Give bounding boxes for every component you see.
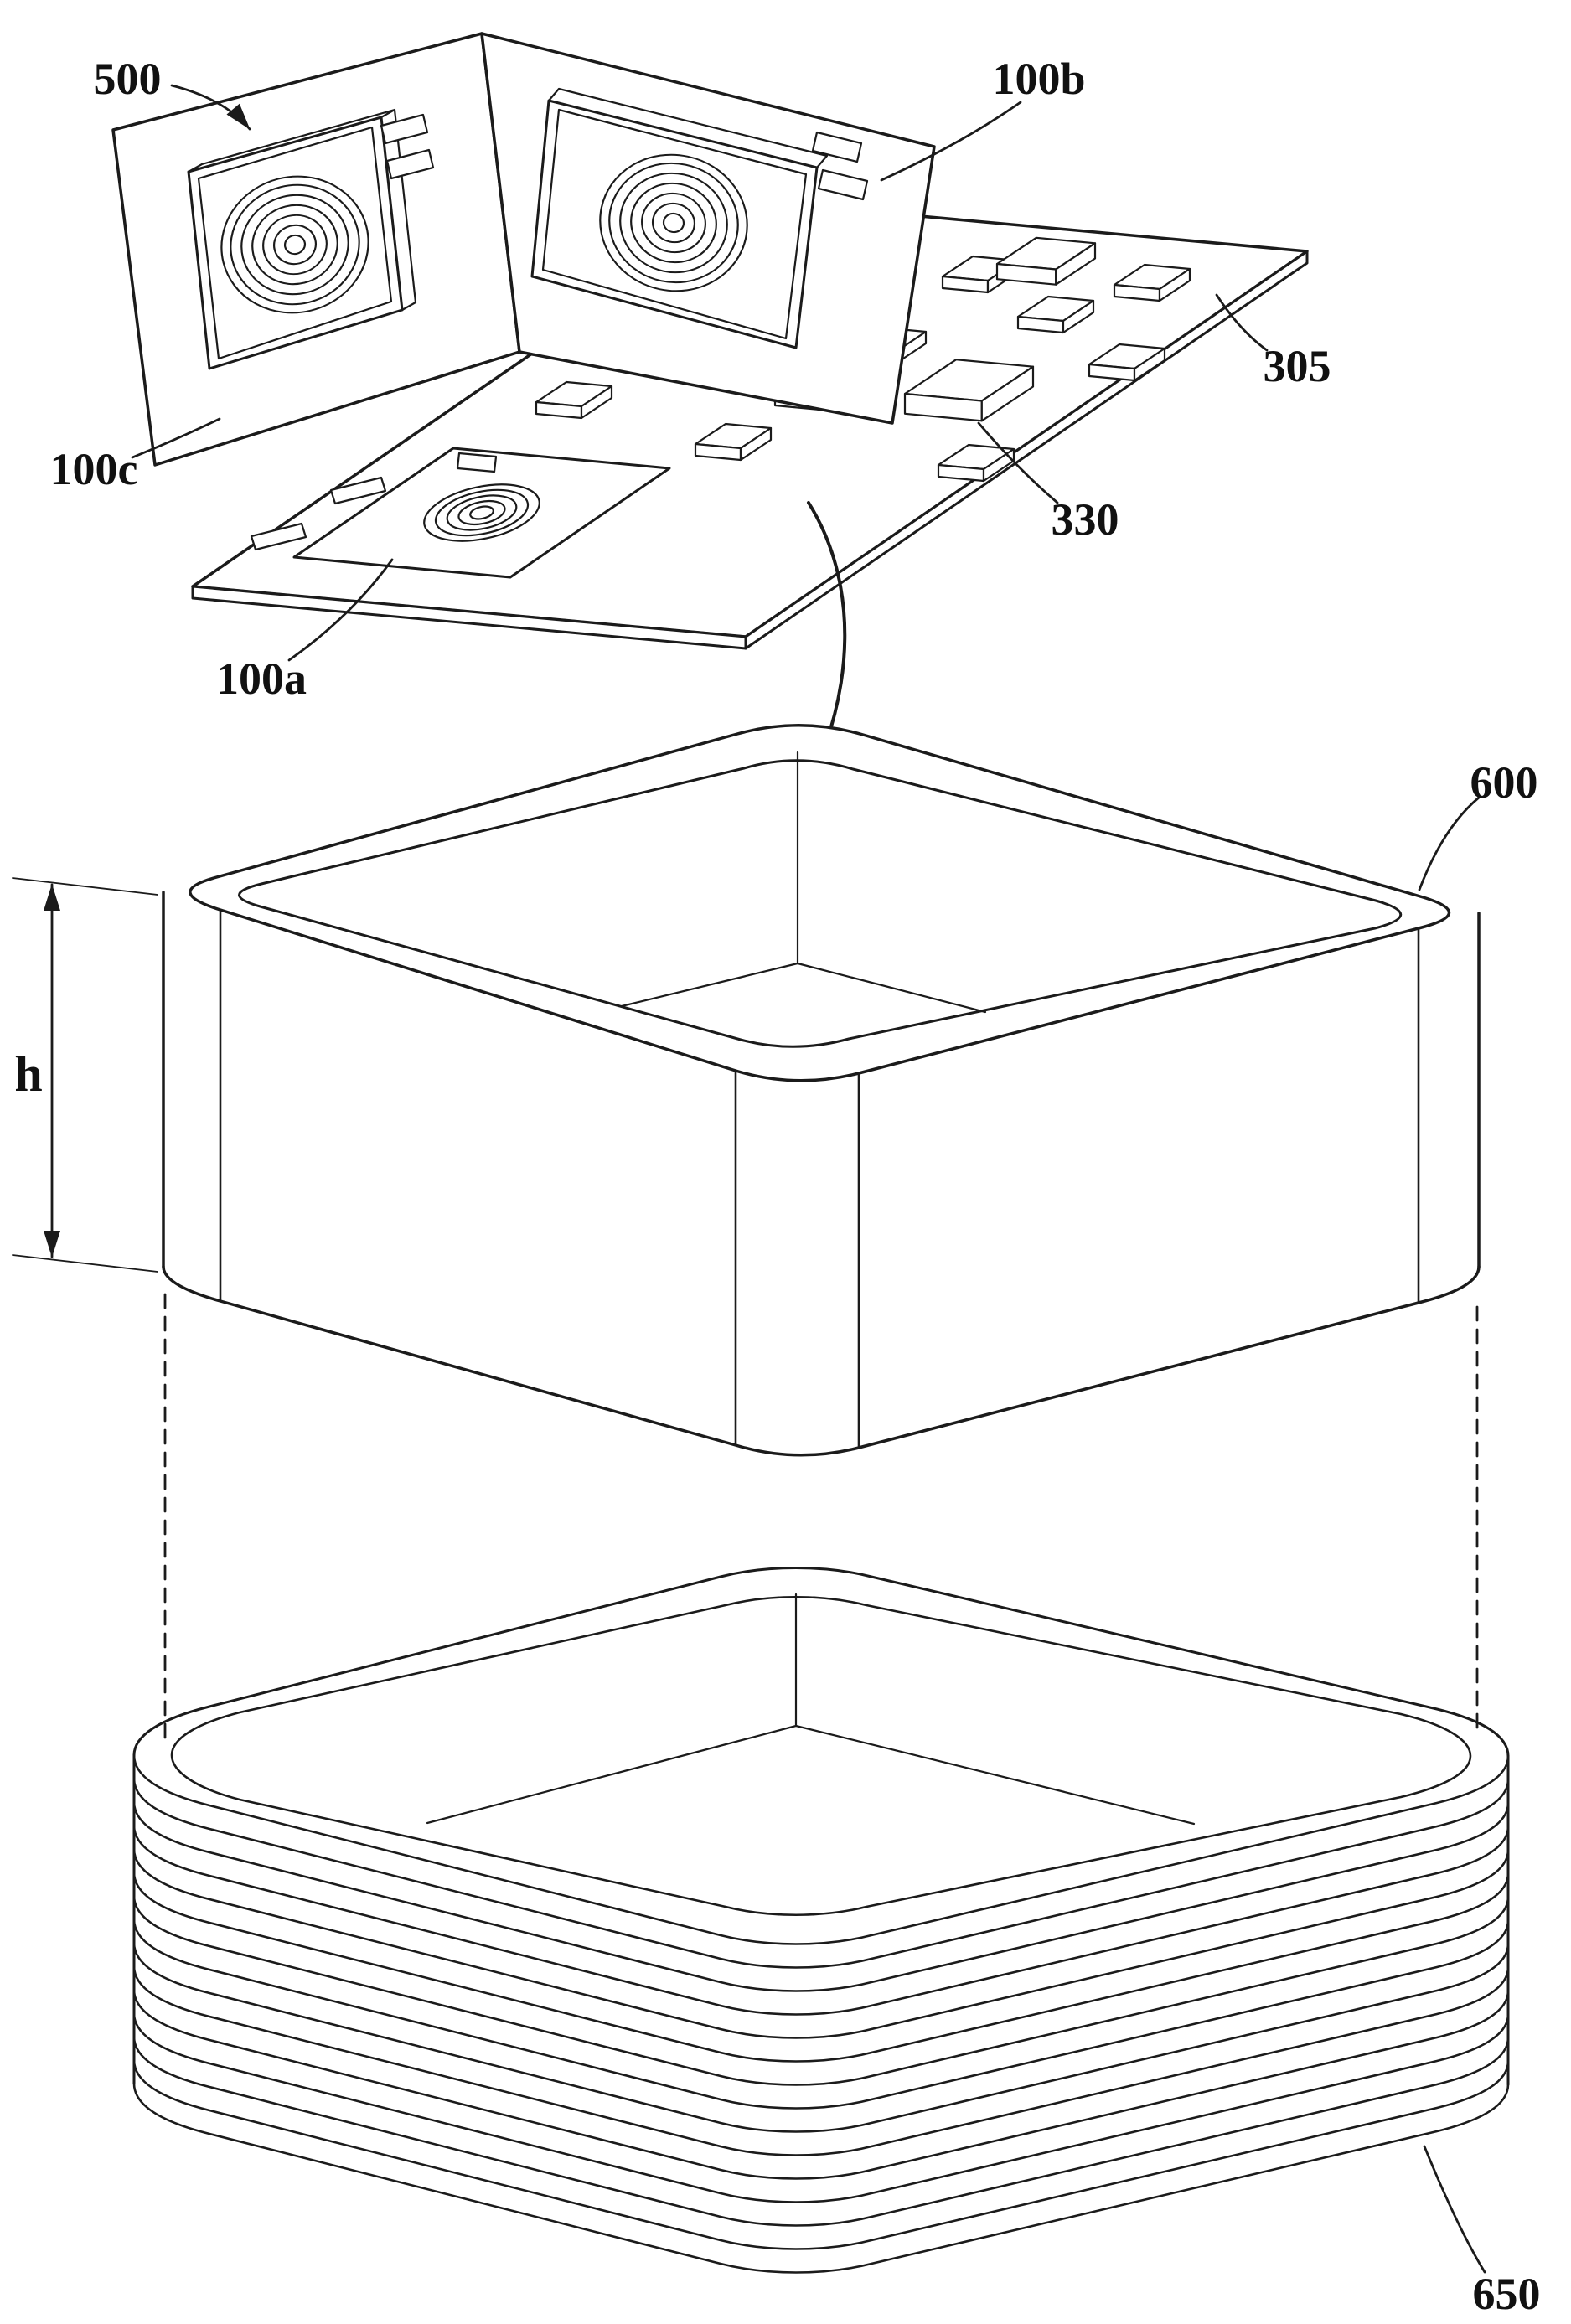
label-330: 330 [1052,494,1119,545]
height-dimension: h [12,877,158,1273]
coil-turn [132,1753,1510,1945]
case-interior-floor-edges [620,962,987,1014]
module-b-panel-inner [541,108,808,340]
leader-100c [131,417,221,459]
coil-rim-back [132,1567,1510,1758]
coil-turn [132,1777,1510,1969]
coil-rings-b [599,153,748,292]
extension-line-top [12,877,158,896]
module-c-coil [220,175,369,314]
case: 600 [162,724,1538,1457]
module-b [530,87,869,349]
coil-rings-c [220,175,369,314]
module-b-coil [599,153,748,292]
coil-inner-rim [170,1595,1472,1917]
case-outer-rim [189,724,1451,1082]
module-c-panel-inner [197,126,393,360]
label-650: 650 [1473,2269,1541,2319]
module-b-tab [811,131,863,163]
module-c-tab [385,148,435,180]
coil-turns [132,1753,1510,2274]
module-b-depth-lines [547,87,829,169]
label-100b: 100b [992,54,1085,104]
module-b-tab [817,168,869,201]
label-305: 305 [1264,341,1331,391]
label-100c: 100c [50,444,138,494]
module-c [187,108,435,370]
extension-line-bottom [12,1254,158,1273]
leader-650 [1423,2145,1486,2274]
case-inner-rim [238,759,1403,1048]
label-h: h [14,1046,42,1102]
leader-330 [977,421,1059,504]
module-a-coil [423,483,540,542]
leader-100b [880,101,1022,182]
coil-interior-floor-edges [426,1724,1196,1826]
label-100a: 100a [216,653,307,704]
substrate-plate [191,199,1309,650]
module-assembly: 500 100b 305 100c 330 100a [50,32,1331,891]
label-500: 500 [94,54,162,104]
coil-rings-a [423,483,540,542]
wound-coil: 650 [132,1567,1541,2319]
coil-turn [132,1800,1510,1992]
leader-305 [1215,293,1269,352]
leader-600 [1418,796,1481,891]
leader-100a [287,558,394,662]
plate-bracket [250,522,307,551]
leader-500 [170,84,251,131]
module-cube [111,32,936,467]
coil-turn [132,1824,1510,2016]
module-a-panel [292,447,671,579]
plate-bracket [329,476,387,505]
module-c-tab [380,113,429,145]
case-bottom-outline [162,1265,1481,1457]
module-c-depth-lines [187,108,417,312]
label-600: 600 [1470,757,1538,808]
module-a-tab [456,452,498,473]
